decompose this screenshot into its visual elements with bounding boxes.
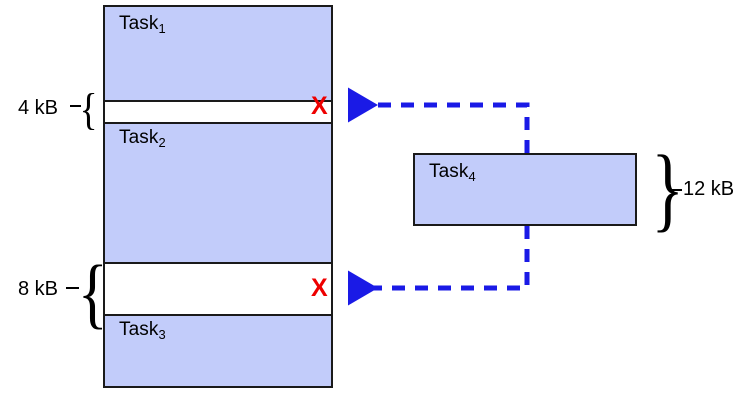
arrow-to-hole-4kb — [348, 87, 530, 153]
main-memory-column: Task1 Task2 Task3 — [103, 5, 333, 388]
memory-block-task3[interactable]: Task3 — [103, 311, 333, 388]
memory-block-task2-label: Task2 — [119, 127, 166, 150]
brace-hole-8kb: { — [77, 249, 108, 336]
arrow-to-hole-8kb — [348, 226, 530, 306]
memory-hole-8kb[interactable] — [103, 262, 333, 316]
size-label-task4: 12 kB — [683, 178, 735, 200]
memory-block-task1-label: Task1 — [119, 13, 166, 36]
leader-tick-8kb — [66, 287, 79, 289]
incoming-task4-box[interactable]: Task4 — [413, 153, 637, 226]
size-label-hole-8kb: 8 kB — [18, 278, 59, 300]
memory-block-task3-label: Task3 — [119, 319, 166, 342]
brace-hole-4kb: { — [79, 85, 98, 134]
leader-tick-12kb — [668, 189, 682, 191]
memory-block-task1[interactable]: Task1 — [103, 5, 333, 102]
leader-tick-4kb — [70, 105, 81, 107]
memory-block-task2[interactable]: Task2 — [103, 119, 333, 266]
memory-hole-4kb[interactable] — [103, 100, 333, 124]
incoming-task4-label: Task4 — [429, 161, 476, 184]
reject-mark-hole-8kb: X — [311, 274, 328, 302]
size-label-hole-4kb: 4 kB — [18, 97, 59, 119]
reject-mark-hole-4kb: X — [311, 92, 328, 120]
